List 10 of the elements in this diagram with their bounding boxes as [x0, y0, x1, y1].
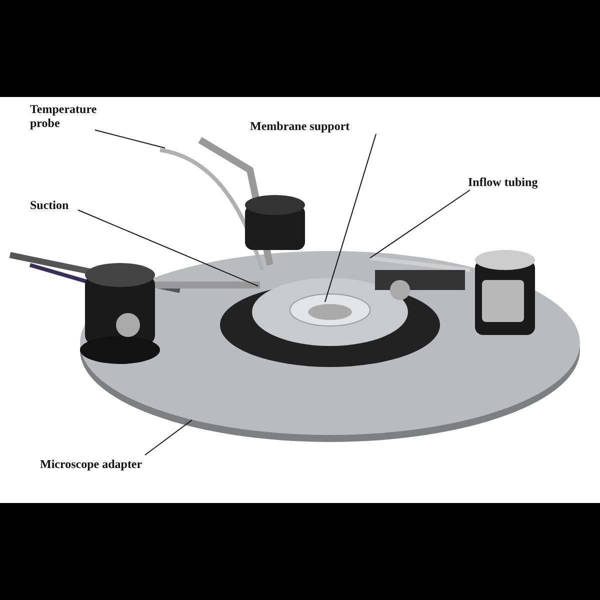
leader-line [324, 134, 376, 302]
leader-line [94, 130, 166, 148]
leader-line [370, 190, 470, 258]
part-label: Suction [30, 198, 69, 212]
part-label: Membrane support [250, 119, 350, 133]
leader-line [78, 210, 258, 286]
leader-line [144, 420, 192, 456]
part-label: Inflow tubing [468, 175, 538, 189]
part-label: Microscope adapter [40, 457, 142, 471]
part-label: Temperature probe [30, 102, 100, 130]
